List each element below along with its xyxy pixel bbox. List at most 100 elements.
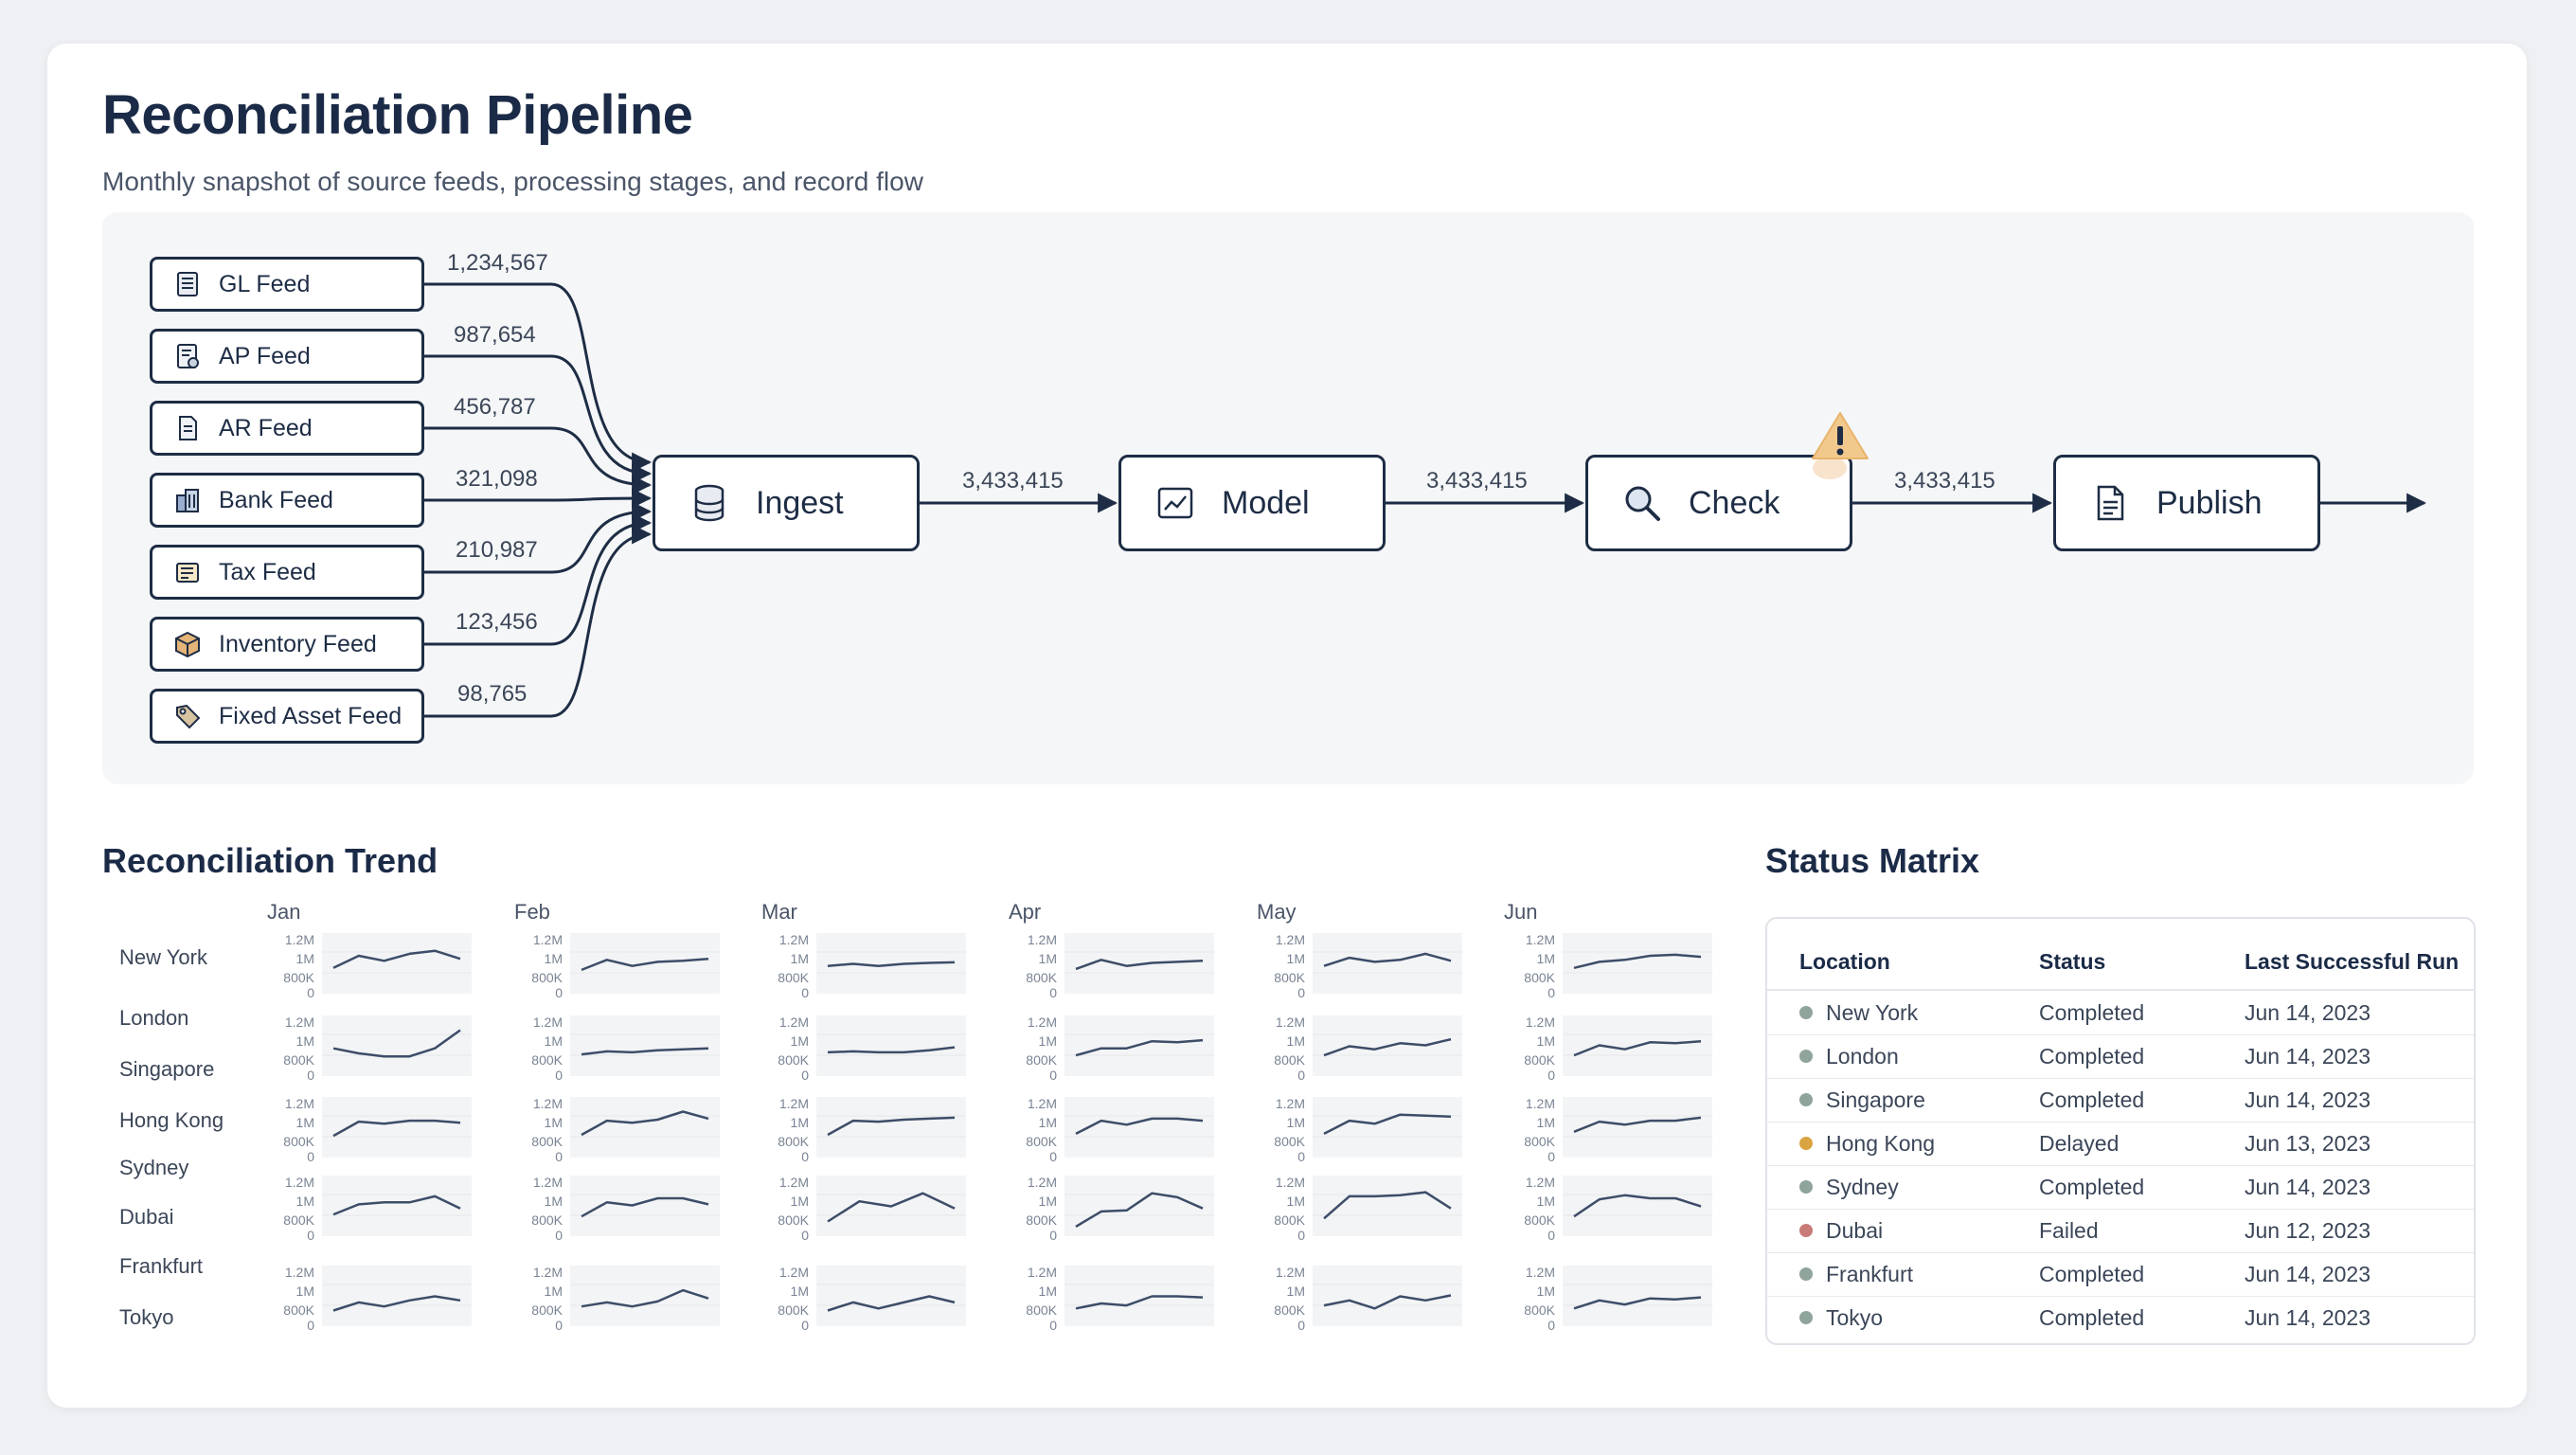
trend-location-label: Frankfurt [119, 1254, 203, 1278]
sparkline-tick-label: 1M [1537, 951, 1555, 966]
stage-node-publish[interactable]: Publish [2053, 455, 2320, 551]
sparkline-series-dubai-jan [332, 1195, 461, 1216]
sparkline-series-tokyo-mar [827, 1295, 956, 1312]
sparkline-panel [1313, 933, 1462, 994]
sparkline-panel [322, 1266, 472, 1326]
feed-node-inventory[interactable]: Inventory Feed [150, 617, 424, 672]
sparkline-tick-label: 0 [1297, 1068, 1305, 1083]
status-cell: Completed [2039, 1305, 2145, 1330]
status-cell: Delayed [2039, 1131, 2120, 1156]
status-dot [1799, 1267, 1813, 1281]
feed-node-fixed-asset[interactable]: Fixed Asset Feed [150, 689, 424, 744]
sparkline-tick-label: 1M [296, 951, 314, 966]
sparkline-tick-label: 0 [1297, 1149, 1305, 1164]
sparkline-tick-label: 0 [555, 1149, 563, 1164]
sparkline-series-dubai-feb [581, 1196, 709, 1218]
sparkline-tick-label: 800K [1026, 1134, 1057, 1149]
stage-node-model[interactable]: Model [1118, 455, 1386, 551]
matrix-section-title: Status Matrix [1765, 841, 1980, 880]
document-icon [173, 414, 202, 442]
sparkline-tick-label: 1M [296, 1194, 314, 1209]
sparkline-tick-label: 0 [801, 1318, 809, 1333]
status-cell: Failed [2039, 1218, 2099, 1243]
status-dot [1799, 1180, 1813, 1194]
feed-label: AP Feed [219, 342, 311, 369]
sparkline-tick-label: 1M [1287, 1284, 1305, 1299]
matrix-col-status[interactable]: Status [2039, 949, 2106, 974]
sparkline-panel [1064, 1176, 1214, 1236]
sparkline-tick-label: 1M [545, 1194, 563, 1209]
matrix-col-location[interactable]: Location [1799, 949, 1890, 974]
trend-location-label: New York [119, 945, 208, 969]
ledger-icon [173, 270, 202, 298]
sparkline-tick-label: 1.2M [779, 932, 809, 947]
bank-icon [173, 486, 202, 514]
status-matrix-table: Location Status Last Successful Run New … [1765, 917, 2476, 1345]
location-cell: New York [1826, 1000, 1919, 1025]
sparkline-tick-label: 800K [778, 970, 809, 985]
sparkline-tick-label: 1.2M [1276, 1015, 1305, 1030]
feed-node-ap[interactable]: AP Feed [150, 329, 424, 384]
status-cell: Completed [2039, 1175, 2145, 1199]
sparkline-tick-label: 1.2M [1028, 932, 1057, 947]
feed-node-tax[interactable]: Tax Feed [150, 545, 424, 600]
last-run-cell: Jun 12, 2023 [2245, 1218, 2371, 1243]
feed-node-bank[interactable]: Bank Feed [150, 473, 424, 528]
last-run-cell: Jun 14, 2023 [2245, 1044, 2371, 1069]
warning-icon[interactable] [1809, 409, 1871, 489]
sparkline-tick-label: 1M [296, 1115, 314, 1130]
sparkline-panel [1563, 1266, 1712, 1326]
stage-node-ingest[interactable]: Ingest [653, 455, 920, 551]
sparkline-series-hong-kong-jan [332, 1119, 461, 1138]
sparkline-tick-label: 800K [1026, 970, 1057, 985]
feed-label: Tax Feed [219, 558, 316, 585]
chart-icon [1155, 483, 1195, 523]
sparkline-series-dubai-apr [1075, 1192, 1204, 1228]
sparkline-tick-label: 800K [1524, 1052, 1555, 1068]
sparkline-panel [1313, 1266, 1462, 1326]
location-cell: Hong Kong [1826, 1131, 1936, 1156]
sparkline-tick-label: 800K [531, 970, 563, 985]
stage-label: Model [1222, 484, 1310, 521]
sparkline-tick-label: 1M [296, 1284, 314, 1299]
sparkline-series-hong-kong-mar [827, 1116, 956, 1137]
sparkline-series-dubai-mar [827, 1192, 956, 1223]
trend-location-label: Dubai [119, 1205, 173, 1229]
sparkline-tick-label: 0 [1547, 1318, 1555, 1333]
sparkline-tick-label: 1.2M [1276, 1096, 1305, 1111]
page-title: Reconciliation Pipeline [102, 84, 693, 146]
sparkline-tick-label: 800K [531, 1212, 563, 1228]
feed-node-gl[interactable]: GL Feed [150, 257, 424, 312]
feed-label: Inventory Feed [219, 630, 377, 657]
status-cell: Completed [2039, 1000, 2145, 1025]
sparkline-tick-label: 1.2M [285, 1096, 314, 1111]
sparkline-tick-label: 800K [778, 1052, 809, 1068]
matrix-col-last-run[interactable]: Last Successful Run [2245, 949, 2460, 974]
feed-connector-1 [424, 354, 653, 484]
trend-month-label: May [1257, 900, 1297, 924]
sparkline-tick-label: 1M [1287, 1033, 1305, 1049]
status-dot [1799, 1050, 1813, 1063]
sparkline-tick-label: 1.2M [1276, 1265, 1305, 1280]
status-cell: Completed [2039, 1262, 2145, 1286]
sparkline-tick-label: 0 [1297, 985, 1305, 1000]
feed-node-ar[interactable]: AR Feed [150, 401, 424, 456]
feed-count: 210,987 [456, 537, 538, 563]
sparkline-tick-label: 1.2M [285, 932, 314, 947]
feed-connector-5 [424, 512, 653, 646]
status-dot [1799, 1006, 1813, 1019]
stage-node-check[interactable]: Check [1585, 455, 1852, 551]
sparkline-tick-label: 0 [307, 1318, 314, 1333]
sparkline-panel [322, 933, 472, 994]
sparkline-tick-label: 1M [1039, 1284, 1057, 1299]
sparkline-tick-label: 1M [1537, 1115, 1555, 1130]
